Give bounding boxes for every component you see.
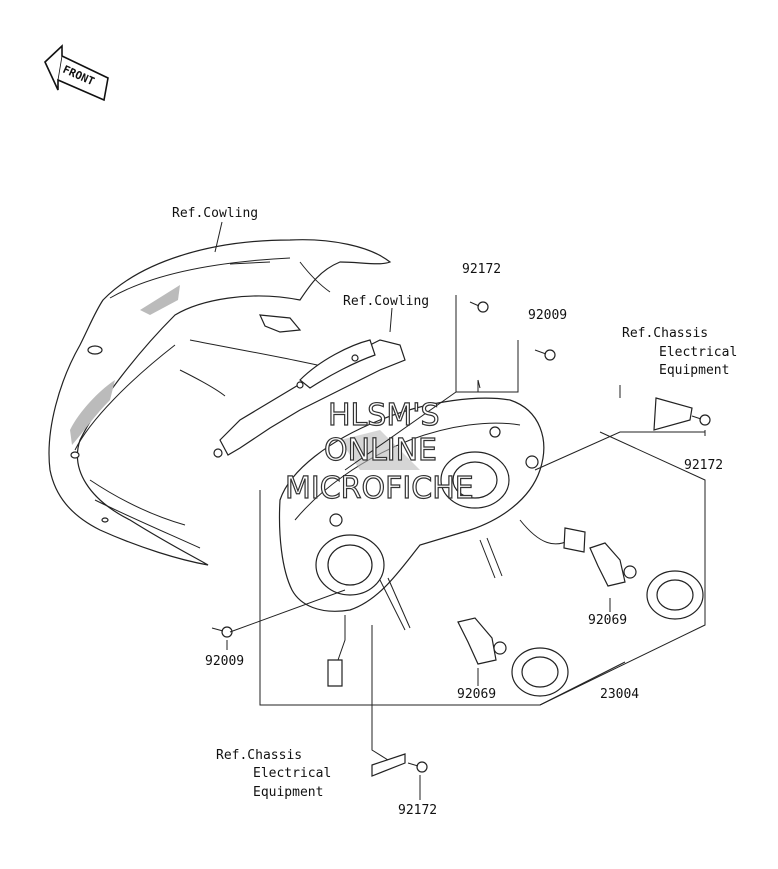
label-92172-right: 92172	[684, 458, 723, 473]
label-92009-top: 92009	[528, 308, 567, 323]
watermark: HLSM'S ONLINE MICROFICHE	[284, 397, 474, 506]
bolt-92172-bottom-icon	[407, 761, 428, 773]
label-ref-chassis-right-3: Equipment	[659, 363, 729, 378]
bolt-92009-top-icon	[534, 349, 556, 361]
headlight-assembly-part	[278, 397, 586, 687]
label-ref-chassis-right-1: Ref.Chassis	[622, 326, 708, 341]
bolt-92172-top-icon	[469, 301, 489, 313]
label-92172-top: 92172	[462, 262, 501, 277]
watermark-line-1: HLSM'S	[328, 398, 440, 433]
label-23004: 23004	[600, 687, 639, 702]
bulb-cap-right-part	[646, 570, 704, 620]
bolt-92009-left-icon	[211, 626, 233, 638]
label-92009-left: 92009	[205, 654, 244, 669]
upper-cowling-part	[48, 239, 392, 566]
bulb-cap-bottom-part	[511, 647, 569, 697]
label-ref-chassis-bottom-3: Equipment	[253, 785, 323, 800]
chassis-bracket-right-part	[653, 397, 693, 431]
label-ref-cowling-upper: Ref.Cowling	[172, 206, 258, 221]
watermark-line-3: MICROFICHE	[285, 471, 474, 506]
bolt-92172-right-icon	[691, 414, 711, 426]
label-ref-chassis-right-2: Electrical	[659, 345, 737, 360]
bulb-92069-right-part	[589, 542, 637, 587]
chassis-bracket-bottom-part	[371, 753, 406, 777]
inner-cowling-bracket-part	[213, 314, 406, 458]
label-ref-chassis-bottom-1: Ref.Chassis	[216, 748, 302, 763]
label-ref-chassis-bottom-2: Electrical	[253, 766, 331, 781]
label-ref-cowling-inner: Ref.Cowling	[343, 294, 429, 309]
bulb-92069-bottom-part	[457, 617, 507, 665]
label-92172-bottom: 92172	[398, 803, 437, 818]
front-arrow-icon: FRONT	[44, 44, 109, 102]
watermark-line-2: ONLINE	[324, 433, 437, 468]
label-92069-bottom: 92069	[457, 687, 496, 702]
label-92069-right: 92069	[588, 613, 627, 628]
